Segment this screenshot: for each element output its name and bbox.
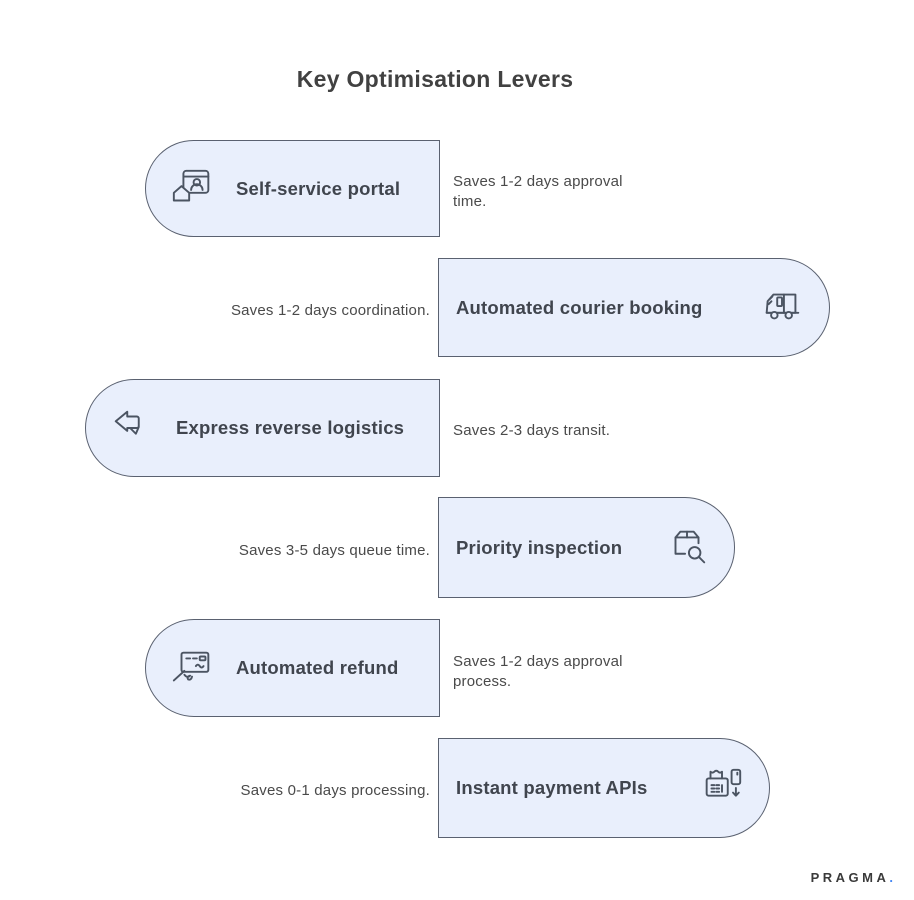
lever-benefit: Saves 1-2 days approval process.: [453, 653, 623, 691]
brand-name: PRAGMA: [810, 870, 890, 885]
lever-benefit: Saves 1-2 days approval time.: [453, 173, 623, 211]
courier-truck-icon: [759, 285, 805, 331]
brand-dot: .: [889, 870, 893, 885]
page-title: Key Optimisation Levers: [296, 66, 574, 92]
lever-benefit: Saves 2-3 days transit.: [453, 422, 611, 439]
payment-terminal-icon: [699, 765, 745, 811]
lever-label: Express reverse logistics: [176, 417, 405, 438]
return-arrow-icon: [110, 405, 156, 451]
lever-label: Self-service portal: [236, 177, 401, 199]
lever-card-automated-refund: Automated refund: [145, 619, 440, 717]
lever-card-self-service-portal: Self-service portal: [145, 140, 440, 237]
refund-cheque-icon: [170, 645, 216, 691]
portal-user-icon: [170, 166, 216, 212]
package-search-icon: [664, 525, 710, 571]
brand-logo: PRAGMA.: [811, 870, 893, 885]
lever-card-instant-payment-apis: Instant payment APIs: [438, 738, 770, 838]
lever-label: Automated refund: [236, 657, 399, 678]
lever-card-express-reverse-logistics: Express reverse logistics: [85, 379, 440, 477]
lever-label: Instant payment APIs: [456, 777, 648, 798]
lever-benefit: Saves 3-5 days queue time.: [238, 542, 430, 559]
lever-label: Automated courier booking: [456, 296, 703, 318]
lever-benefit: Saves 1-2 days coordination.: [230, 302, 430, 319]
lever-card-automated-courier-booking: Automated courier booking: [438, 258, 830, 357]
lever-benefit: Saves 0-1 days processing.: [240, 782, 430, 799]
lever-card-priority-inspection: Priority inspection: [438, 497, 735, 598]
lever-label: Priority inspection: [456, 536, 623, 558]
